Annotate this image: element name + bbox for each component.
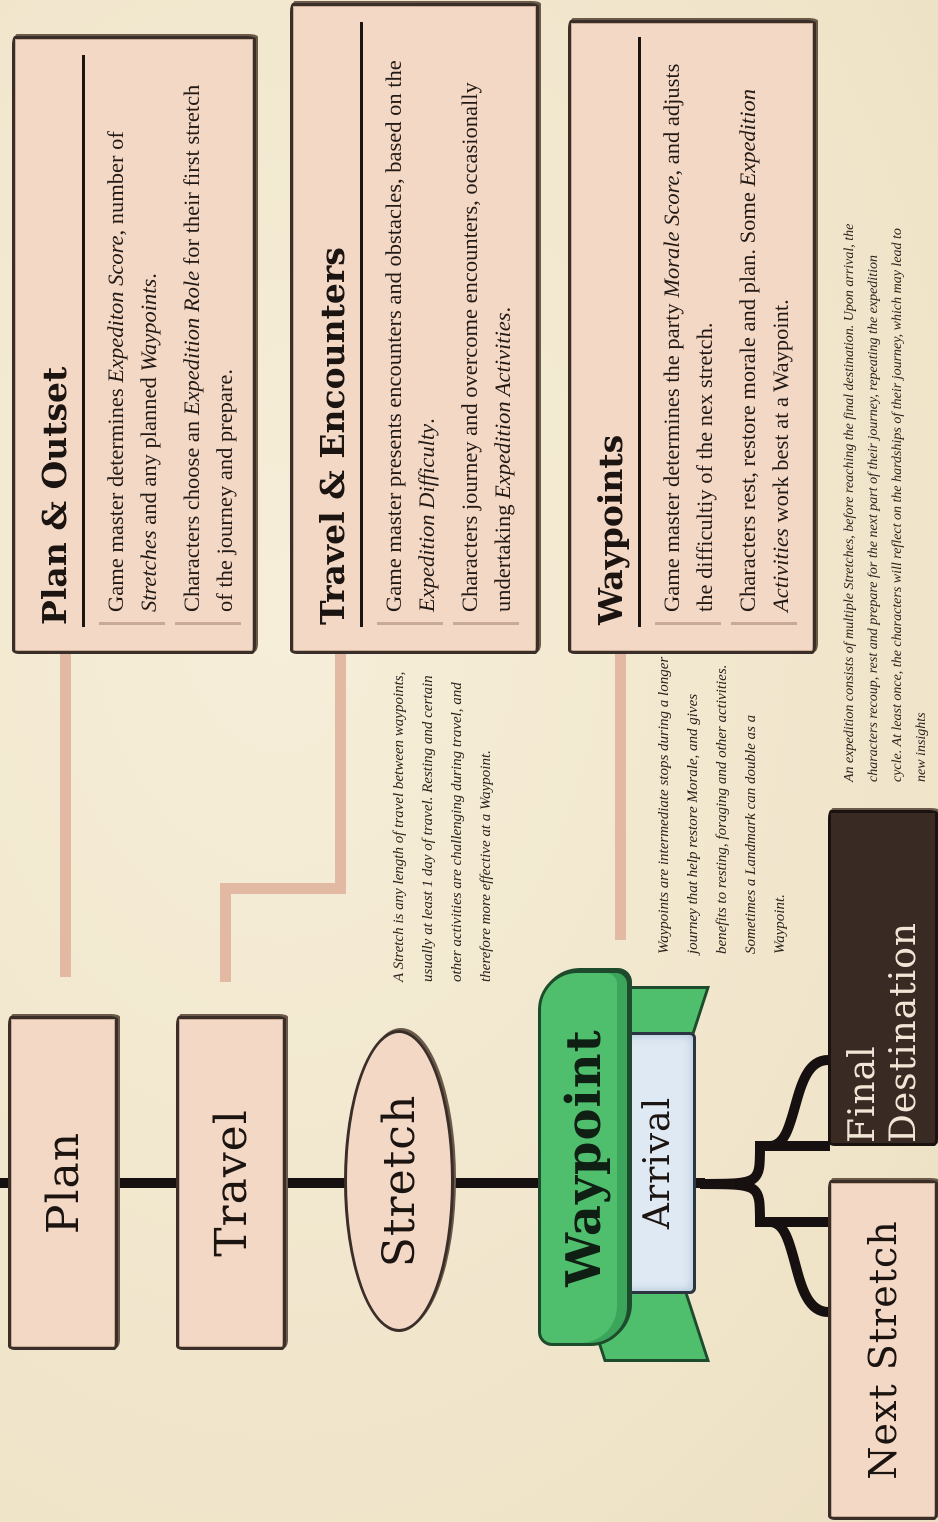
waypoint-note: Waypoints are intermediate stops during …	[656, 656, 788, 954]
arrival-label: Arrival	[636, 1096, 678, 1230]
travel-node: Travel	[176, 1016, 286, 1350]
next-stretch-node: Next Stretch	[828, 1180, 938, 1520]
plan-node: Plan	[8, 1016, 118, 1350]
expedition-note: An expedition consists of multiple Stret…	[842, 223, 929, 782]
next-stretch-label: Next Stretch	[861, 1220, 905, 1480]
stretch-note: A Stretch is any length of travel betwee…	[391, 671, 494, 982]
final-destination-node: Final Destination	[828, 810, 938, 1146]
waypoint-label: Waypoint	[556, 1029, 612, 1287]
waypoint-banner: Waypoint	[538, 970, 630, 1346]
final-destination-label: Final Destination	[842, 921, 924, 1143]
stretch-node-label: Stretch	[373, 1094, 425, 1268]
stretch-node: Stretch	[344, 1030, 454, 1332]
plan-node-label: Plan	[37, 1131, 89, 1235]
travel-node-label: Travel	[205, 1109, 257, 1257]
